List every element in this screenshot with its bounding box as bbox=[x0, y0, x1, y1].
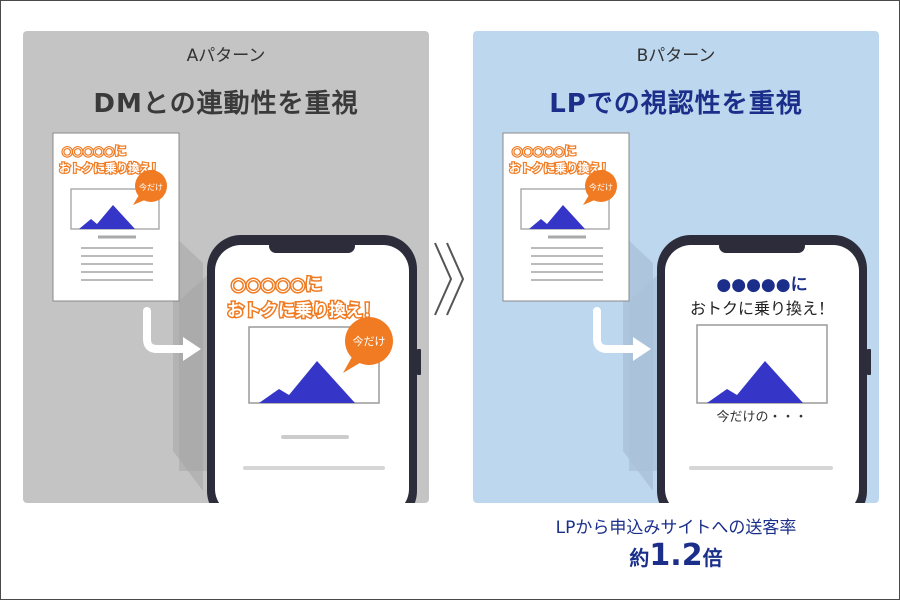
phone-mountain-image bbox=[707, 361, 803, 403]
phone-title-line2: おトクに乗り換え！ bbox=[227, 300, 380, 321]
double-chevron-icon bbox=[434, 242, 465, 316]
phone-title-line1: ○○○○○に bbox=[231, 275, 322, 295]
result-prefix: 約 bbox=[629, 546, 650, 570]
pattern-a-panel: Aパターン DMとの連動性を重視 ○○○○○に おトクに乗り換え！ 今だけ bbox=[23, 31, 429, 503]
result-value-line: 約1.2倍 bbox=[473, 538, 879, 573]
pattern-a-headline: DMとの連動性を重視 bbox=[93, 89, 359, 119]
pattern-b-illustration: ○○○○○に おトクに乗り換え！ 今だけ bbox=[502, 132, 871, 503]
phone-mountain-image bbox=[259, 361, 355, 403]
phone-badge-text: 今だけ bbox=[353, 334, 386, 348]
flyer-title-line2: おトクに乗り換え！ bbox=[59, 161, 163, 175]
flyer-mountain-image bbox=[79, 205, 135, 229]
result-suffix: 倍 bbox=[702, 546, 723, 570]
flyer-title-line1: ○○○○○に bbox=[512, 144, 576, 158]
result-caption: LPから申込みサイトへの送客率 bbox=[555, 518, 797, 538]
dm-flyer: ○○○○○に おトクに乗り換え！ 今だけ bbox=[52, 132, 223, 471]
phone-title-line1: ●●●●●に bbox=[716, 275, 807, 295]
pattern-b-label: Bパターン bbox=[636, 46, 716, 66]
flyer-badge: 今だけ bbox=[583, 170, 617, 205]
phone-caption: 今だけの・・・ bbox=[716, 409, 807, 425]
phone-badge: 今だけ bbox=[343, 317, 393, 373]
flyer-mountain-image bbox=[529, 205, 585, 229]
flyer-title-line1: ○○○○○に bbox=[62, 144, 126, 158]
result-value: 1.2 bbox=[649, 538, 703, 573]
pattern-b-headline: LPでの視認性を重視 bbox=[549, 89, 803, 119]
flyer-badge-text: 今だけ bbox=[589, 182, 613, 192]
flyer-badge: 今だけ bbox=[133, 170, 167, 205]
phone-mockup: ○○○○○に おトクに乗り換え！ 今だけ bbox=[207, 235, 421, 503]
pattern-a-illustration: ○○○○○に おトクに乗り換え！ 今だけ bbox=[52, 132, 421, 503]
phone-mockup: ●●●●●に おトクに乗り換え！ 今だけの・・・ bbox=[657, 235, 871, 503]
flyer-title-line2: おトクに乗り換え！ bbox=[509, 161, 613, 175]
flyer-badge-text: 今だけ bbox=[139, 182, 163, 192]
pattern-b-panel: Bパターン LPでの視認性を重視 ○○○○○に おトクに乗り換え！ 今だけ bbox=[473, 31, 879, 503]
flow-arrow-icon bbox=[143, 307, 191, 353]
pattern-a-label: Aパターン bbox=[186, 46, 266, 66]
flow-arrow-icon bbox=[593, 307, 641, 353]
dm-flyer: ○○○○○に おトクに乗り換え！ 今だけ bbox=[502, 132, 673, 471]
phone-title-line2: おトクに乗り換え！ bbox=[690, 299, 834, 318]
